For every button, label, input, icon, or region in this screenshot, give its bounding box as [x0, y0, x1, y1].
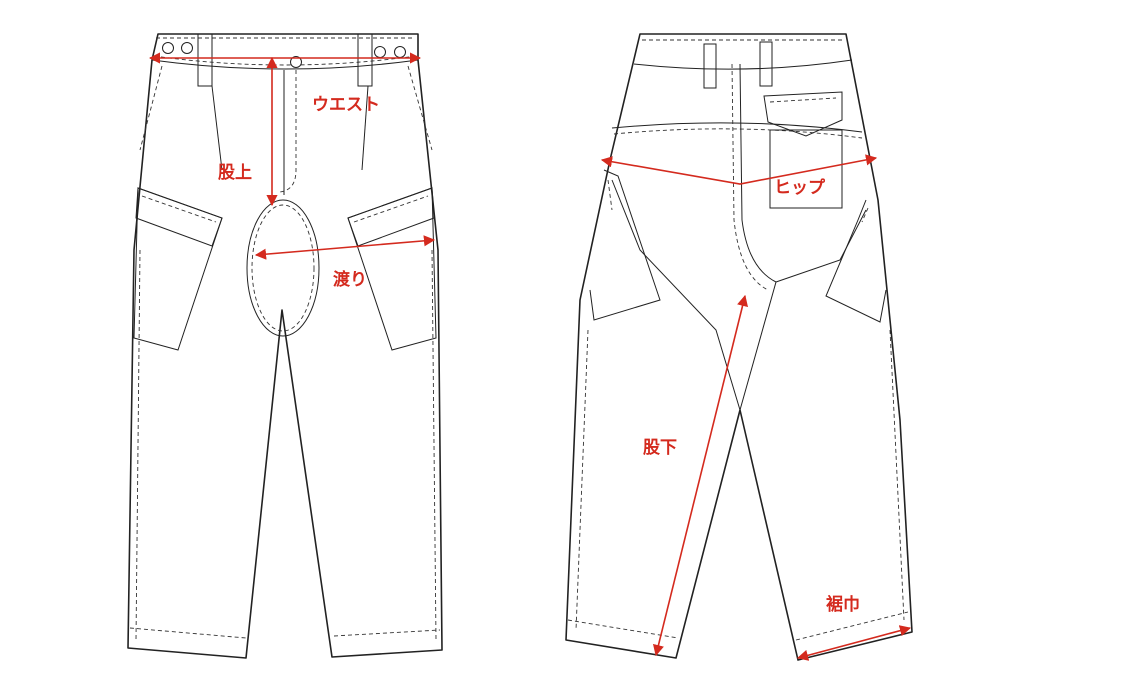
- thigh-arrow: [254, 235, 436, 260]
- inseam-label: 股下: [643, 438, 677, 458]
- back-belt-loop: [759, 41, 773, 87]
- front-button: [162, 42, 174, 54]
- measurement-labels: ウエスト 股上 渡り ヒップ 股下 裾巾: [218, 95, 860, 615]
- back-belt-loop: [703, 43, 717, 89]
- crotch-gusset: [246, 199, 320, 337]
- measurement-lines: [148, 52, 912, 661]
- hem-width-label: 裾巾: [826, 594, 860, 615]
- thigh-label: 渡り: [333, 269, 367, 290]
- front-hem: [129, 627, 247, 639]
- waist-label: ウエスト: [312, 95, 380, 115]
- back-right-side-pocket: [825, 199, 887, 323]
- inseam-arrow: [652, 294, 749, 657]
- front-button: [181, 42, 193, 54]
- back-view: [565, 33, 913, 661]
- front-button: [374, 46, 386, 58]
- front-pants-outline: [127, 33, 443, 659]
- front-button: [394, 46, 406, 58]
- hem-width-arrow: [796, 625, 912, 661]
- front-fly: [279, 70, 297, 193]
- front-waistband: [151, 59, 419, 70]
- hip-label: ヒップ: [774, 177, 826, 198]
- back-yoke: [611, 122, 863, 133]
- hip-arrow: [600, 154, 878, 185]
- front-view: [127, 33, 443, 659]
- rise-label: 股上: [218, 163, 252, 183]
- back-flap-pocket: [769, 129, 843, 209]
